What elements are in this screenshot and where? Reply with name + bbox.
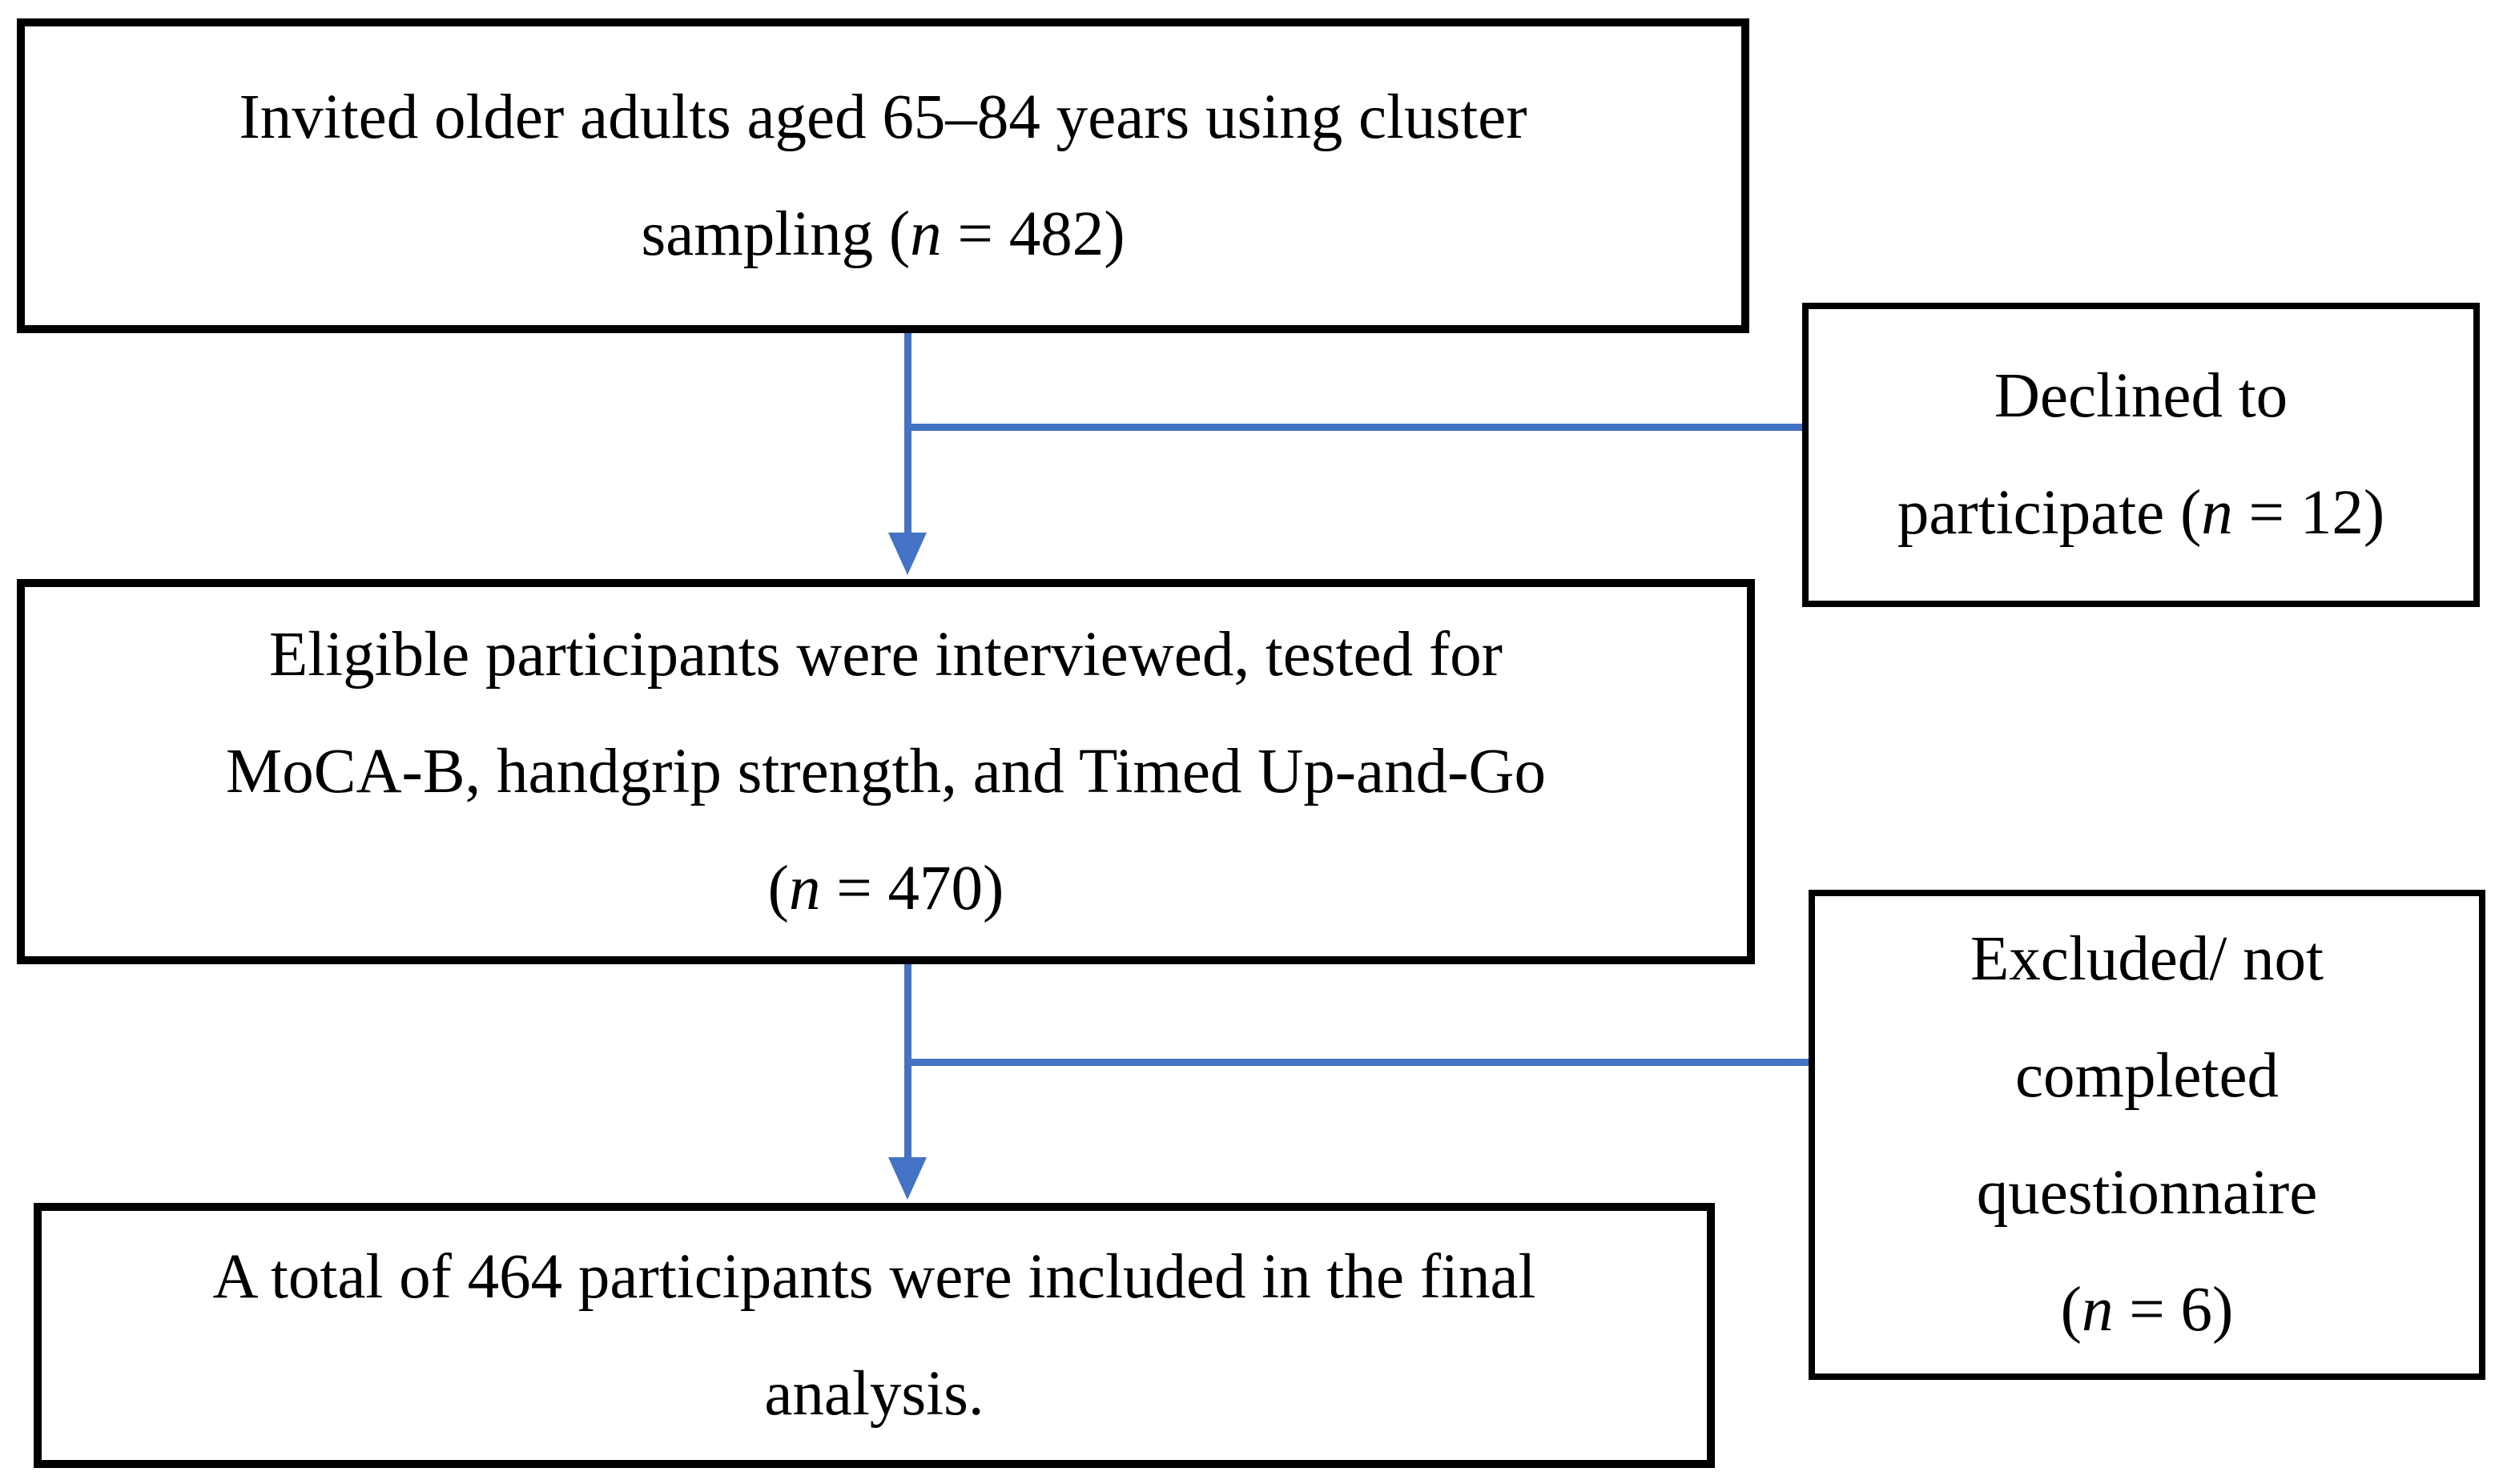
box-text-line: (n = 6)	[2060, 1275, 2234, 1345]
box-text-line: Declined to	[1994, 361, 2288, 431]
flow-box-invited-text: Invited older adults aged 65–84 years us…	[25, 59, 1741, 293]
connector-stem-invited-to-eligible	[904, 333, 911, 535]
box-text-line: Excluded/ not	[1970, 924, 2324, 994]
arrow-down-icon	[888, 533, 927, 575]
flow-box-excluded-text: Excluded/ not completed questionnaire (n = …	[1815, 901, 2479, 1369]
flow-box-eligible-text: Eligible participants were interviewed, …	[25, 597, 1747, 947]
flow-box-excluded: Excluded/ not completed questionnaire (n = …	[1809, 890, 2485, 1380]
connector-branch-to-declined	[904, 424, 1802, 431]
flow-box-declined: Declined to participate (n = 12)	[1802, 303, 2480, 607]
flow-box-final: A total of 464 participants were include…	[34, 1203, 1715, 1468]
box-text-line: sampling (n = 482)	[641, 199, 1125, 269]
box-text-line: participate (n = 12)	[1897, 478, 2385, 548]
box-text-line: completed	[2014, 1041, 2280, 1111]
flow-box-invited: Invited older adults aged 65–84 years us…	[17, 18, 1749, 333]
box-text-line: Eligible participants were interviewed, …	[269, 619, 1503, 690]
box-text-line: (n = 470)	[767, 853, 1004, 923]
box-text-line: questionnaire	[1976, 1158, 2318, 1228]
box-text-line: MoCA-B, handgrip strength, and Timed Up-…	[226, 736, 1546, 806]
box-text-line: analysis.	[764, 1358, 984, 1429]
flow-box-declined-text: Declined to participate (n = 12)	[1809, 338, 2473, 572]
flow-box-eligible: Eligible participants were interviewed, …	[17, 579, 1755, 964]
connector-branch-to-excluded	[904, 1059, 1809, 1066]
flow-box-final-text: A total of 464 participants were include…	[42, 1219, 1707, 1453]
arrow-down-icon	[888, 1157, 927, 1200]
box-text-line: Invited older adults aged 65–84 years us…	[239, 82, 1527, 152]
box-text-line: A total of 464 participants were include…	[212, 1241, 1536, 1312]
